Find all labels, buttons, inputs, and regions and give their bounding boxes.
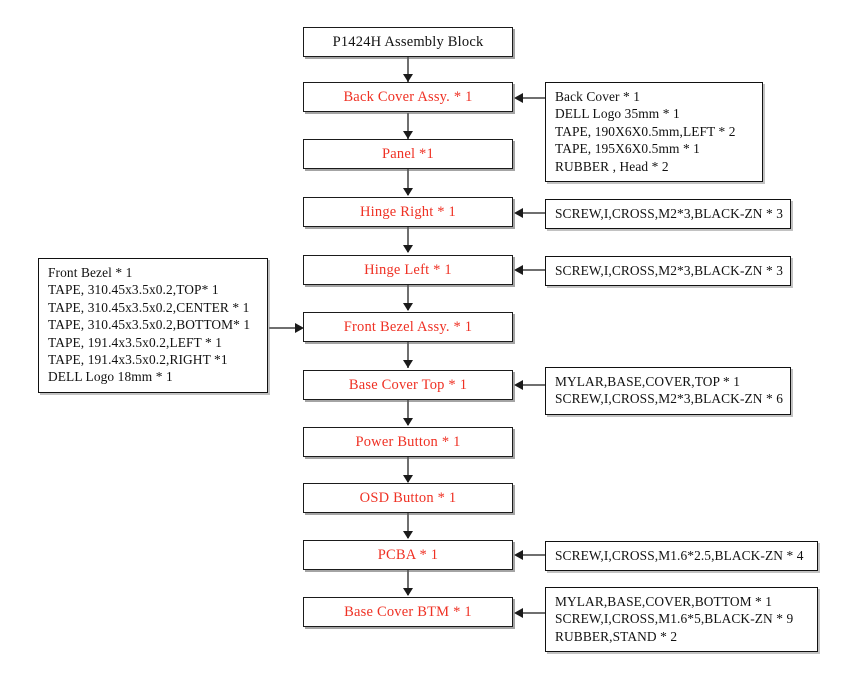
connector-basecovertop-to-powerbutton <box>407 400 409 425</box>
note-line: RUBBER , Head * 2 <box>555 158 669 174</box>
node-panel[interactable]: Panel *1 <box>303 139 513 169</box>
arrowhead-down-7 <box>403 418 413 426</box>
node-osd-button[interactable]: OSD Button * 1 <box>303 483 513 513</box>
note-line: SCREW,I,CROSS,M2*3,BLACK-ZN * 6 <box>555 391 784 407</box>
arrowhead-down-9 <box>403 531 413 539</box>
node-pcba[interactable]: PCBA * 1 <box>303 540 513 570</box>
connector-panel-to-hingeright <box>407 169 409 195</box>
connector-frontbezel-to-basecovertop <box>407 342 409 368</box>
connector-note-hingeright <box>520 212 546 214</box>
connector-note-frontbezel <box>269 327 297 329</box>
node-assembly-title[interactable]: P1424H Assembly Block <box>303 27 513 57</box>
arrowhead-down-3 <box>403 188 413 196</box>
arrowhead-left-basecoverbtm <box>514 608 523 618</box>
node-hinge-right[interactable]: Hinge Right * 1 <box>303 197 513 227</box>
connector-note-pcba <box>520 554 546 556</box>
node-label: OSD Button * 1 <box>359 489 457 506</box>
connector-title-to-backcover <box>407 57 409 83</box>
note-line: MYLAR,BASE,COVER,BOTTOM * 1 <box>555 594 773 609</box>
arrowhead-down-8 <box>403 475 413 483</box>
note-line: TAPE, 310.45x3.5x0.2,TOP* 1 <box>48 282 219 298</box>
connector-hingeright-to-hingeleft <box>407 227 409 252</box>
connector-powerbutton-to-osdbutton <box>407 457 409 482</box>
note-line: Back Cover * 1 <box>555 89 641 104</box>
note-hinge-left-components[interactable]: SCREW,I,CROSS,M2*3,BLACK-ZN * 3 <box>545 256 791 287</box>
note-line: SCREW,I,CROSS,M1.6*5,BLACK-ZN * 9 <box>555 611 794 627</box>
note-line: MYLAR,BASE,COVER,TOP * 1 <box>555 374 741 389</box>
node-base-cover-btm[interactable]: Base Cover BTM * 1 <box>303 597 513 627</box>
note-line: SCREW,I,CROSS,M2*3,BLACK-ZN * 3 <box>555 206 784 221</box>
arrowhead-down-4 <box>403 245 413 253</box>
node-base-cover-top[interactable]: Base Cover Top * 1 <box>303 370 513 400</box>
node-label: P1424H Assembly Block <box>332 33 484 50</box>
arrowhead-down-6 <box>403 360 413 368</box>
connector-osdbutton-to-pcba <box>407 513 409 538</box>
arrowhead-down-2 <box>403 131 413 139</box>
note-pcba-components[interactable]: SCREW,I,CROSS,M1.6*2.5,BLACK-ZN * 4 <box>545 541 818 572</box>
connector-note-hingeleft <box>520 269 546 271</box>
node-label: Base Cover BTM * 1 <box>344 603 472 620</box>
connector-pcba-to-basecoverbtm <box>407 570 409 595</box>
note-line: TAPE, 310.45x3.5x0.2,CENTER * 1 <box>48 299 250 315</box>
note-line: DELL Logo 18mm * 1 <box>48 369 173 385</box>
note-line: DELL Logo 35mm * 1 <box>555 106 680 122</box>
connector-hingeleft-to-frontbezel <box>407 285 409 310</box>
arrowhead-left-hingeright <box>514 208 523 218</box>
connector-note-backcover <box>520 97 546 99</box>
note-back-cover-components[interactable]: Back Cover * 1 DELL Logo 35mm * 1 TAPE, … <box>545 82 763 183</box>
node-label: Power Button * 1 <box>355 433 461 450</box>
note-line: Front Bezel * 1 <box>48 265 133 280</box>
arrowhead-left-backcover <box>514 93 523 103</box>
arrowhead-left-pcba <box>514 550 523 560</box>
node-power-button[interactable]: Power Button * 1 <box>303 427 513 457</box>
note-line: SCREW,I,CROSS,M1.6*2.5,BLACK-ZN * 4 <box>555 548 804 563</box>
connector-note-basecoverbtm <box>520 612 546 614</box>
node-label: Front Bezel Assy. * 1 <box>343 318 473 335</box>
arrowhead-down-10 <box>403 588 413 596</box>
note-line: RUBBER,STAND * 2 <box>555 628 678 644</box>
node-front-bezel-assy[interactable]: Front Bezel Assy. * 1 <box>303 312 513 342</box>
note-line: SCREW,I,CROSS,M2*3,BLACK-ZN * 3 <box>555 263 784 278</box>
node-hinge-left[interactable]: Hinge Left * 1 <box>303 255 513 285</box>
arrowhead-down-5 <box>403 303 413 311</box>
note-line: TAPE, 195X6X0.5mm * 1 <box>555 141 700 157</box>
node-label: Hinge Right * 1 <box>359 203 457 220</box>
connector-backcover-to-panel <box>407 113 409 139</box>
arrowhead-right-frontbezel <box>295 323 304 333</box>
note-base-cover-btm-components[interactable]: MYLAR,BASE,COVER,BOTTOM * 1 SCREW,I,CROS… <box>545 587 818 653</box>
note-line: TAPE, 310.45x3.5x0.2,BOTTOM* 1 <box>48 317 251 333</box>
arrowhead-down-1 <box>403 74 413 82</box>
note-hinge-right-components[interactable]: SCREW,I,CROSS,M2*3,BLACK-ZN * 3 <box>545 199 791 230</box>
node-label: Hinge Left * 1 <box>364 261 452 278</box>
connector-note-basecovertop <box>520 384 546 386</box>
node-label: Back Cover Assy. * 1 <box>343 88 473 105</box>
node-label: PCBA * 1 <box>377 546 439 563</box>
note-base-cover-top-components[interactable]: MYLAR,BASE,COVER,TOP * 1 SCREW,I,CROSS,M… <box>545 367 791 415</box>
note-front-bezel-components[interactable]: Front Bezel * 1 TAPE, 310.45x3.5x0.2,TOP… <box>38 258 268 393</box>
node-label: Panel *1 <box>382 145 434 162</box>
note-line: TAPE, 191.4x3.5x0.2,RIGHT *1 <box>48 352 228 368</box>
note-line: TAPE, 190X6X0.5mm,LEFT * 2 <box>555 123 736 139</box>
note-line: TAPE, 191.4x3.5x0.2,LEFT * 1 <box>48 334 223 350</box>
arrowhead-left-basecovertop <box>514 380 523 390</box>
arrowhead-left-hingeleft <box>514 265 523 275</box>
node-label: Base Cover Top * 1 <box>348 376 468 393</box>
node-back-cover-assy[interactable]: Back Cover Assy. * 1 <box>303 82 513 112</box>
